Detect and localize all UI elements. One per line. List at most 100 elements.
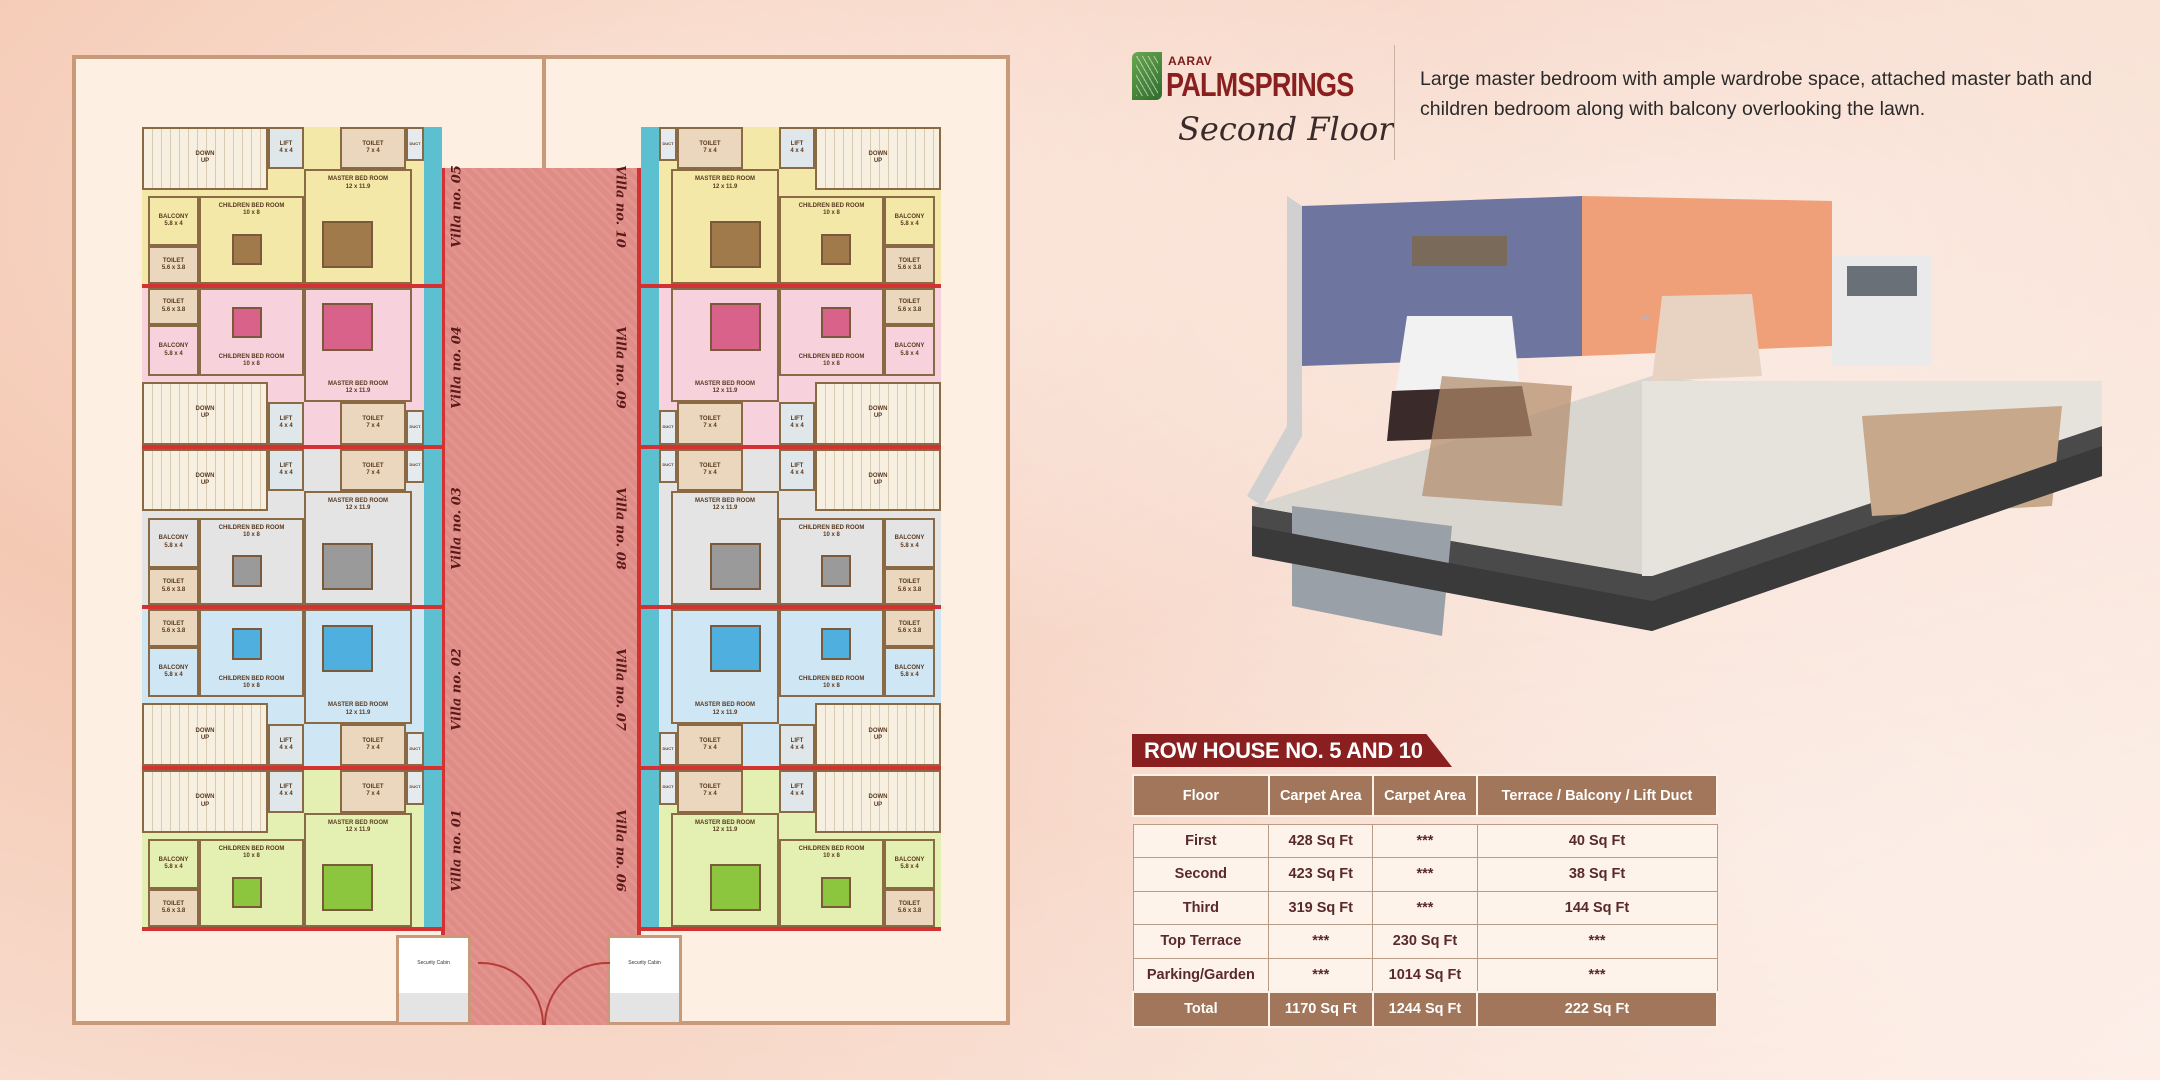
villa-number-label: Villa no. 05 xyxy=(449,165,465,249)
total-cell: 1170 Sq Ft xyxy=(1267,990,1374,1028)
room-name: BALCONY xyxy=(894,343,925,350)
table-cell: 38 Sq Ft xyxy=(1476,857,1718,892)
table-row: Top Terrace***230 Sq Ft*** xyxy=(1132,924,1718,959)
room-name: BALCONY xyxy=(158,213,189,220)
room-size: 5.6 x 3.8 xyxy=(897,628,922,635)
room-name: MASTER BED ROOM xyxy=(695,702,755,709)
room-name: CHILDREN BED ROOM xyxy=(798,524,865,531)
table-cell: 428 Sq Ft xyxy=(1268,823,1374,858)
room-size: 5.6 x 3.8 xyxy=(161,264,186,271)
stair-down-label: DOWN xyxy=(195,794,215,801)
room-name: LIFT xyxy=(790,784,804,791)
room-size: 10 x 8 xyxy=(823,361,840,368)
window-room xyxy=(424,448,442,606)
master-bed xyxy=(322,625,373,673)
column-header: Carpet Area xyxy=(1371,774,1479,817)
room-size: 5.6 x 3.8 xyxy=(897,908,922,915)
room-size: 10 x 8 xyxy=(823,531,840,538)
villa-number-label: Villa no. 08 xyxy=(612,487,628,570)
room-size: 12 x 11.9 xyxy=(345,505,371,512)
room-name: LIFT xyxy=(790,737,804,744)
window-room xyxy=(641,770,659,927)
stair-down-label: DOWN xyxy=(195,727,215,734)
stair-down-label: DOWN xyxy=(868,472,888,479)
room-size: 5.6 x 3.8 xyxy=(897,264,922,271)
stair-down-label: DOWN xyxy=(868,794,888,801)
room-name: DUCT xyxy=(662,423,674,429)
stair-up-label: UP xyxy=(873,801,883,808)
room-name: TOILET xyxy=(162,900,185,907)
room-name: CHILDREN BED ROOM xyxy=(798,354,865,361)
room-name: BALCONY xyxy=(894,664,925,671)
wall-art xyxy=(1412,236,1507,266)
window-room xyxy=(641,127,659,284)
room-name: TOILET xyxy=(362,737,384,744)
room-name: CHILDREN BED ROOM xyxy=(218,846,285,853)
room-name: BALCONY xyxy=(158,664,189,671)
table-cell: Third xyxy=(1132,890,1270,925)
children-bed xyxy=(821,876,851,909)
room-name: TOILET xyxy=(699,784,721,791)
room-name: CHILDREN BED ROOM xyxy=(218,524,285,531)
toilet-tiles xyxy=(1847,266,1917,296)
floor-title: Second Floor xyxy=(1178,110,1394,148)
security-cabin-right: Security Cabin xyxy=(607,935,682,1025)
stair-up-label: UP xyxy=(200,413,210,420)
table-cell: *** xyxy=(1476,957,1718,992)
room-size: 7 x 4 xyxy=(703,469,717,476)
children-bed xyxy=(821,555,851,587)
table-cell: 40 Sq Ft xyxy=(1476,823,1718,858)
room-size: 5.8 x 4 xyxy=(900,672,919,679)
brand-name: PALMSPRINGS xyxy=(1166,66,1354,103)
children-bed xyxy=(232,628,262,660)
room-size: 4 x 4 xyxy=(790,469,804,476)
room-size: 5.6 x 3.8 xyxy=(161,586,186,593)
room-name: MASTER BED ROOM xyxy=(328,702,388,709)
room-size: 5.8 x 4 xyxy=(164,542,183,549)
duct-room: DUCT xyxy=(659,410,677,445)
room-size: 12 x 11.9 xyxy=(712,826,738,833)
room-size: 12 x 11.9 xyxy=(345,826,371,833)
room-size: 5.8 x 4 xyxy=(164,864,183,871)
room-size: 12 x 11.9 xyxy=(712,388,738,395)
children-bed xyxy=(232,555,262,587)
3d-floor-render xyxy=(1247,196,2102,636)
room-size: 4 x 4 xyxy=(790,148,804,155)
window-room xyxy=(641,609,659,767)
room-size: 5.6 x 3.8 xyxy=(897,586,922,593)
column-header: Carpet Area xyxy=(1267,774,1374,817)
room-size: 4 x 4 xyxy=(790,745,804,751)
table-cell: First xyxy=(1132,823,1270,858)
rug xyxy=(1422,376,1572,506)
table-cell: *** xyxy=(1268,924,1374,959)
room-name: TOILET xyxy=(362,140,384,147)
duct-room: DUCT xyxy=(406,770,424,805)
palm-leaf-icon xyxy=(1132,52,1162,100)
room-name: BALCONY xyxy=(158,535,189,542)
duct-room: DUCT xyxy=(406,410,424,445)
duct-room: DUCT xyxy=(659,731,677,767)
room-size: 7 x 4 xyxy=(366,423,380,430)
